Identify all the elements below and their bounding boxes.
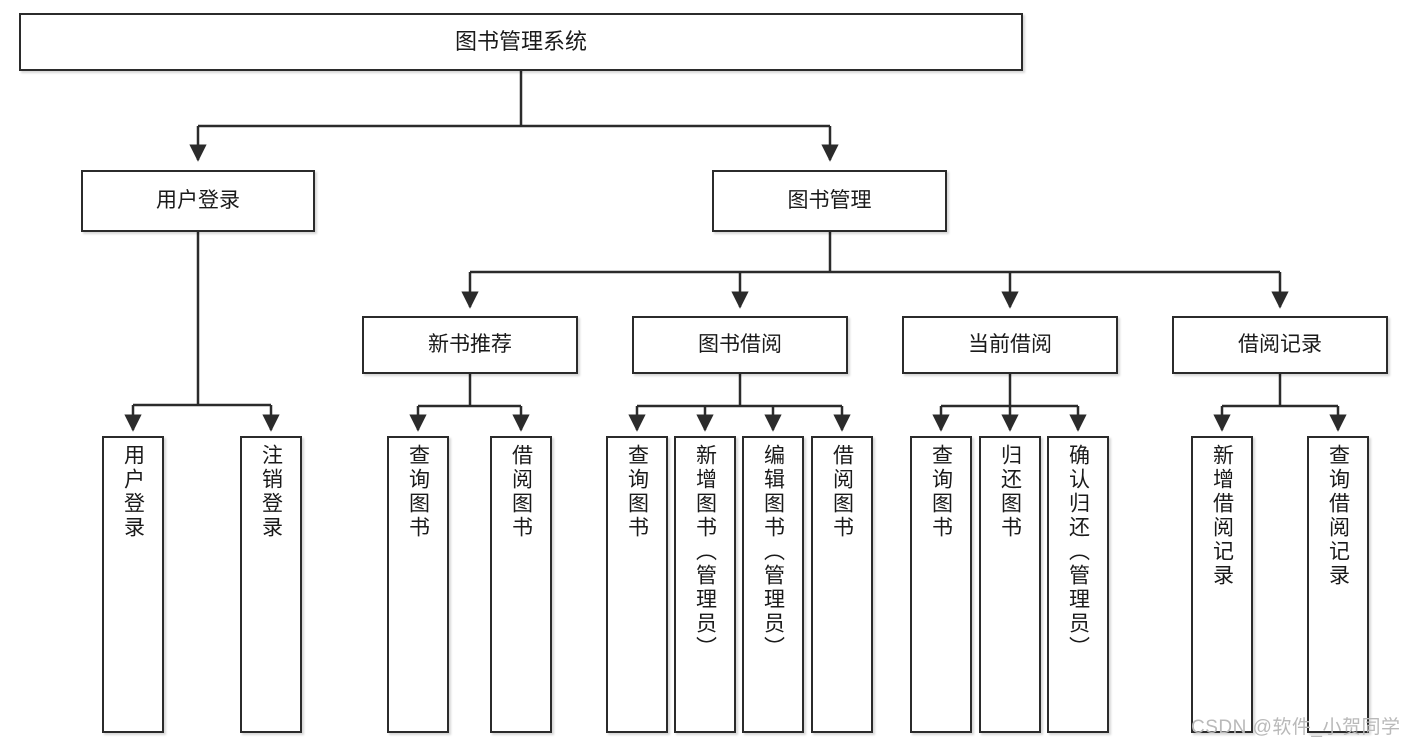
node-label: 用户登录 <box>156 188 240 212</box>
node-label: 查询图书 <box>406 444 430 540</box>
node-label: 图书管理 <box>787 188 872 212</box>
node-label: 当前借阅 <box>968 332 1052 356</box>
node-new-book-recommend[interactable]: 新书推荐 <box>362 316 578 374</box>
leaf-user-login-signout[interactable]: 注销登录 <box>240 436 302 733</box>
node-label: 借阅图书 <box>509 444 533 540</box>
node-label: 查询借阅记录 <box>1326 444 1350 588</box>
leaf-borrow-add-book-admin[interactable]: 新增图书（管理员） <box>674 436 736 733</box>
node-book-borrow[interactable]: 图书借阅 <box>632 316 848 374</box>
node-label: 图书借阅 <box>698 332 782 356</box>
node-book-management[interactable]: 图书管理 <box>712 170 947 232</box>
node-label: 归还图书 <box>998 444 1022 540</box>
leaf-user-login-signin[interactable]: 用户登录 <box>102 436 164 733</box>
node-borrow-record[interactable]: 借阅记录 <box>1172 316 1388 374</box>
leaf-borrow-borrow-book[interactable]: 借阅图书 <box>811 436 873 733</box>
node-label: 借阅记录 <box>1238 332 1322 356</box>
leaf-borrow-query-book[interactable]: 查询图书 <box>606 436 668 733</box>
watermark-text: CSDN @软件_小贺同学 <box>1191 717 1401 738</box>
node-label: 图书管理系统 <box>454 29 587 55</box>
node-current-borrow[interactable]: 当前借阅 <box>902 316 1118 374</box>
node-label: 查询图书 <box>625 444 649 540</box>
node-label: 新书推荐 <box>428 332 512 356</box>
node-label: 新增图书（管理员） <box>693 444 717 660</box>
node-label: 新增借阅记录 <box>1210 444 1234 588</box>
leaf-record-query[interactable]: 查询借阅记录 <box>1307 436 1369 733</box>
leaf-new-book-borrow[interactable]: 借阅图书 <box>490 436 552 733</box>
node-label: 注销登录 <box>259 444 283 540</box>
node-label: 编辑图书（管理员） <box>761 444 785 660</box>
leaf-new-book-query[interactable]: 查询图书 <box>387 436 449 733</box>
node-label: 用户登录 <box>121 444 145 540</box>
leaf-current-return-book[interactable]: 归还图书 <box>979 436 1041 733</box>
node-label: 确认归还（管理员） <box>1066 444 1090 660</box>
leaf-current-confirm-return-admin[interactable]: 确认归还（管理员） <box>1047 436 1109 733</box>
leaf-current-query-book[interactable]: 查询图书 <box>910 436 972 733</box>
leaf-record-add[interactable]: 新增借阅记录 <box>1191 436 1253 733</box>
node-label: 借阅图书 <box>830 444 854 540</box>
node-label: 查询图书 <box>929 444 953 540</box>
node-user-login[interactable]: 用户登录 <box>81 170 315 232</box>
node-root-system[interactable]: 图书管理系统 <box>19 13 1023 71</box>
leaf-borrow-edit-book-admin[interactable]: 编辑图书（管理员） <box>742 436 804 733</box>
